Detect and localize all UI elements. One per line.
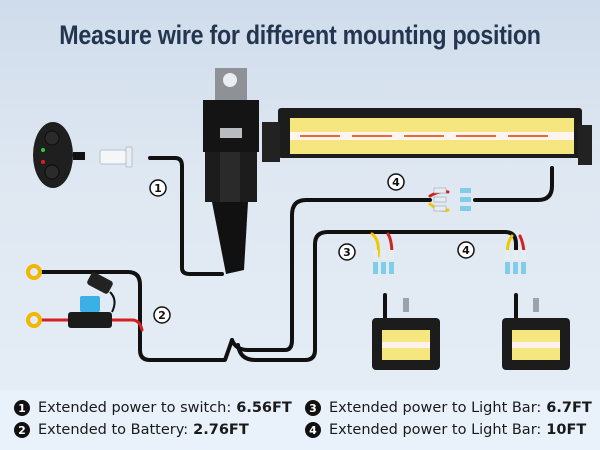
legend-label: Extended power to switch:: [38, 400, 232, 416]
legend-item-1: 1 Extended power to switch: 6.56FT: [14, 400, 292, 416]
page-title: Measure wire for different mounting posi…: [59, 20, 541, 50]
legend: 1 Extended power to switch: 6.56FT 2 Ext…: [0, 390, 600, 450]
led-pod-light-icon: [372, 298, 440, 370]
legend-item-2: 2 Extended to Battery: 2.76FT: [14, 422, 249, 438]
legend-label: Extended power to Light Bar:: [329, 400, 542, 416]
ring-terminal-icon: [26, 264, 42, 328]
wiring-diagram: 1 2 3 4 4: [26, 68, 592, 370]
legend-value: 2.76FT: [193, 422, 249, 438]
legend-item-3: 3 Extended power to Light Bar: 6.7FT: [305, 400, 592, 416]
led-pod-light-icon: [502, 298, 570, 370]
relay-icon: [203, 68, 259, 274]
callout-4b: 4: [457, 241, 475, 259]
wire-lightbar-right: [473, 166, 554, 202]
legend-number: 4: [305, 422, 321, 438]
legend-value: 6.7FT: [546, 400, 592, 416]
legend-number: 2: [14, 422, 30, 438]
connector-female-icon: [373, 188, 526, 274]
callout-3: 3: [338, 243, 356, 261]
callout-2: 2: [153, 306, 171, 324]
connector-icon: [433, 187, 447, 212]
callout-4a: 4: [387, 173, 405, 191]
svg-text:1: 1: [154, 182, 162, 195]
legend-label: Extended power to Light Bar:: [329, 422, 542, 438]
wire-switch: [148, 156, 224, 276]
legend-number: 3: [305, 400, 321, 416]
callout-1: 1: [149, 179, 167, 197]
led-light-bar-icon: [262, 108, 592, 165]
connector-male-icon: [373, 250, 526, 260]
svg-text:2: 2: [158, 309, 166, 322]
legend-label: Extended to Battery:: [38, 422, 189, 438]
positive-wires: [40, 190, 526, 332]
legend-number: 1: [14, 400, 30, 416]
legend-value: 10FT: [546, 422, 587, 438]
wire-battery-neg: [40, 270, 234, 362]
legend-item-4: 4 Extended power to Light Bar: 10FT: [305, 422, 586, 438]
svg-text:4: 4: [392, 176, 400, 189]
svg-text:3: 3: [343, 246, 351, 259]
rocker-switch-icon: [33, 122, 133, 188]
wires: [40, 156, 554, 362]
wire-pods: [236, 230, 518, 362]
fuse-holder-icon: [68, 272, 116, 328]
svg-text:4: 4: [462, 244, 470, 257]
legend-value: 6.56FT: [236, 400, 292, 416]
